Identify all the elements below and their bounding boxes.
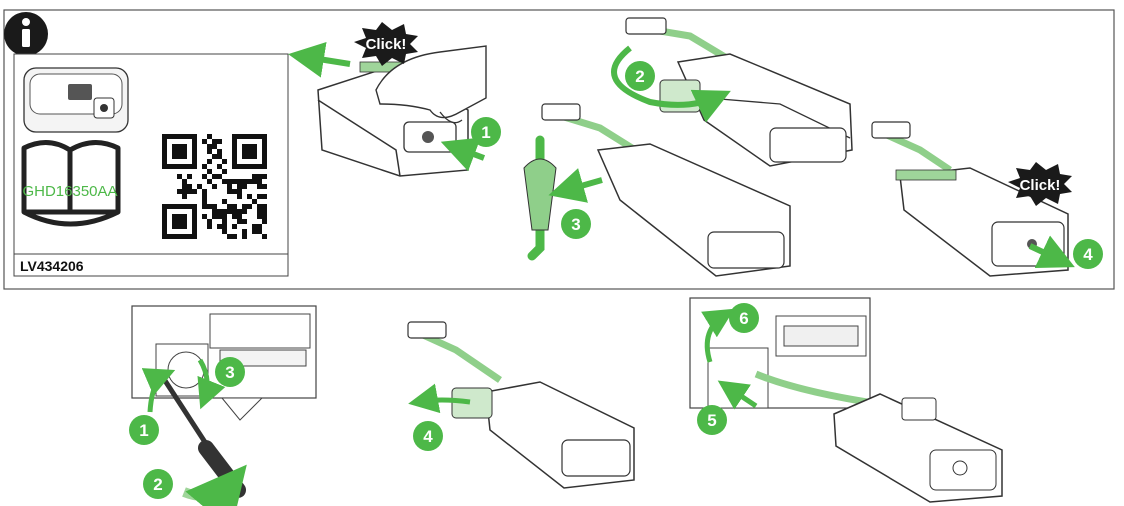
svg-text:4: 4 — [423, 427, 433, 446]
step-bottom-2: 2 — [143, 469, 173, 499]
svg-text:3: 3 — [225, 363, 234, 382]
scene-bottom-1 — [131, 305, 317, 506]
step-top-2: 2 — [625, 61, 655, 91]
qr-code — [162, 134, 267, 239]
product-thumbnail — [23, 67, 129, 133]
svg-text:3: 3 — [571, 215, 580, 234]
scene-bottom-2 — [407, 321, 635, 489]
scene-top-2 — [611, 17, 853, 167]
step-bottom-3: 3 — [215, 357, 245, 387]
scene-top-3 — [523, 103, 791, 277]
svg-text:4: 4 — [1083, 245, 1093, 264]
step-bottom-6: 6 — [729, 303, 759, 333]
step-bottom-4: 4 — [413, 421, 443, 451]
info-box: GHD16350AA LV434206 — [13, 53, 289, 277]
step-top-3: 3 — [561, 209, 591, 239]
scene-top-1 — [288, 42, 487, 177]
doc-code: GHD16350AA — [22, 183, 117, 200]
svg-text:2: 2 — [635, 67, 644, 86]
scene-bottom-3 — [689, 297, 1003, 503]
svg-text:1: 1 — [139, 421, 148, 440]
click-label-2: Click! — [1020, 177, 1061, 194]
click-callout-1: Click! — [354, 22, 418, 66]
svg-text:6: 6 — [739, 309, 748, 328]
step-bottom-5: 5 — [697, 405, 727, 435]
info-icon — [4, 12, 48, 56]
part-number: LV434206 — [20, 258, 84, 274]
svg-text:5: 5 — [707, 411, 716, 430]
svg-text:2: 2 — [153, 475, 162, 494]
click-callout-2: Click! — [1008, 162, 1072, 206]
step-bottom-1: 1 — [129, 415, 159, 445]
top-panel-frame — [3, 9, 1115, 290]
step-top-1: 1 — [471, 117, 501, 147]
svg-text:1: 1 — [481, 123, 490, 142]
click-label-1: Click! — [366, 36, 407, 53]
step-top-4: 4 — [1073, 239, 1103, 269]
manual-book-icon — [21, 140, 121, 227]
